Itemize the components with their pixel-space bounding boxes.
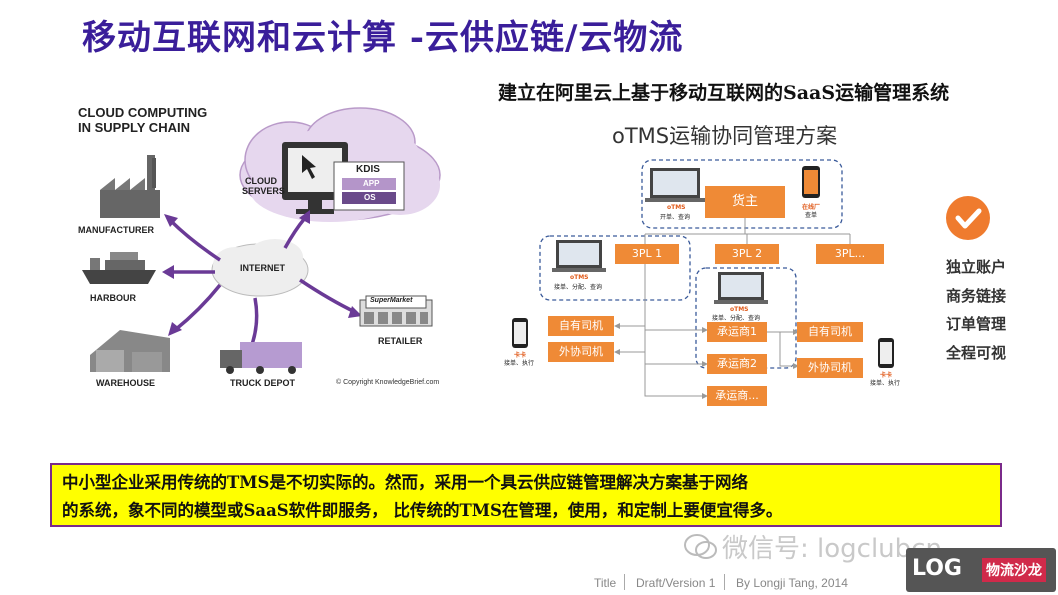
kdis-label: KDIS: [356, 164, 380, 175]
ship-icon: [82, 252, 156, 284]
laptop-icon: [645, 168, 705, 202]
otms-left-label: oTMS: [570, 274, 589, 281]
check-icon: [946, 196, 990, 240]
note-line-2: 的系统，象不同的模型或SaaS软件即服务， 比传统的TMS在管理，使用，和定制上…: [62, 497, 990, 525]
footer-divider: [724, 574, 725, 590]
carrier-1-box: 承运商1: [707, 322, 767, 342]
shipper-box: 货主: [705, 186, 785, 218]
feature-full-visibility: 全程可视: [946, 342, 1006, 363]
laptop-icon: [714, 272, 768, 304]
otms-diagram: 货主 3PL 1 3PL 2 3PL... 承运商1 承运商2 承运商... 自…: [500, 150, 940, 420]
cloud-supply-chain-diagram: CLOUD COMPUTING IN SUPPLY CHAIN CLOUD SE…: [60, 100, 460, 400]
logo-log-text: LOG: [912, 556, 962, 581]
supply-chain-graphic: [60, 100, 460, 400]
3pl-1-box: 3PL 1: [615, 244, 679, 264]
app-top-caption: 查单: [805, 210, 817, 219]
cloud-label-line1: CLOUD: [245, 176, 277, 186]
feature-business-link: 商务链接: [946, 285, 1006, 306]
warehouse-label: WAREHOUSE: [96, 378, 155, 388]
harbour-label: HARBOUR: [90, 293, 136, 303]
os-label: OS: [364, 193, 376, 202]
retailer-label: RETAILER: [378, 336, 422, 346]
phone-icon: [878, 338, 894, 368]
footer-author: By Longji Tang, 2014: [736, 576, 848, 590]
own-driver-right-box: 自有司机: [797, 322, 863, 342]
footer-divider: [624, 574, 625, 590]
note-line-1: 中小型企业采用传统的TMS是不切实际的。然而，采用一个具云供应链管理解决方案基于…: [62, 469, 990, 497]
phone-left-caption: 接单、执行: [504, 358, 534, 367]
warehouse-icon: [90, 330, 170, 372]
laptop-icon: [552, 240, 606, 272]
feature-independent-account: 独立账户: [946, 256, 1006, 277]
internet-label: INTERNET: [240, 263, 285, 273]
footer-title: Title: [594, 576, 616, 590]
external-driver-left-box: 外协司机: [548, 342, 614, 362]
otms-top-caption: 开单、查询: [660, 212, 690, 221]
logo-badge: 物流沙龙: [982, 558, 1046, 582]
otms-mid-label: oTMS: [730, 306, 749, 313]
otms-top-label: oTMS: [667, 204, 686, 211]
feature-order-management: 订单管理: [946, 313, 1006, 334]
note-box: 中小型企业采用传统的TMS是不切实际的。然而，采用一个具云供应链管理解决方案基于…: [50, 463, 1002, 527]
app-label: APP: [363, 179, 379, 188]
manufacturer-label: MANUFACTURER: [78, 225, 154, 235]
diagram-title-line2: IN SUPPLY CHAIN: [78, 120, 190, 135]
external-driver-right-box: 外协司机: [797, 358, 863, 378]
footer-version: Draft/Version 1: [636, 576, 715, 590]
diagram-title-line1: CLOUD COMPUTING: [78, 105, 207, 120]
phone-icon: [512, 318, 528, 348]
otms-title: oTMS运输协同管理方案: [612, 120, 837, 150]
own-driver-left-box: 自有司机: [548, 316, 614, 336]
cloud-label-line2: SERVERS: [242, 186, 285, 196]
page-title: 移动互联网和云计算 -云供应链/云物流: [82, 10, 683, 59]
truck-icon: [220, 342, 302, 374]
3pl-2-box: 3PL 2: [715, 244, 779, 264]
copyright-text: © Copyright KnowledgeBrief.com: [336, 379, 439, 386]
phone-right-caption: 接单、执行: [870, 378, 900, 387]
carrier-2-box: 承运商2: [707, 354, 767, 374]
truck-depot-label: TRUCK DEPOT: [230, 378, 295, 388]
otms-left-caption: 接单、分配、查询: [554, 282, 602, 291]
otms-mid-caption: 接单、分配、查询: [712, 313, 760, 322]
wechat-icon: [684, 533, 718, 566]
logclub-logo: LOG 物流沙龙: [906, 548, 1056, 592]
3pl-3-box: 3PL...: [816, 244, 884, 264]
factory-icon: [100, 155, 160, 218]
supermarket-sign: SuperMarket: [370, 297, 412, 304]
subtitle: 建立在阿里云上基于移动互联网的SaaS运输管理系统: [498, 78, 949, 105]
phone-icon: [802, 166, 820, 198]
carrier-3-box: 承运商...: [707, 386, 767, 406]
